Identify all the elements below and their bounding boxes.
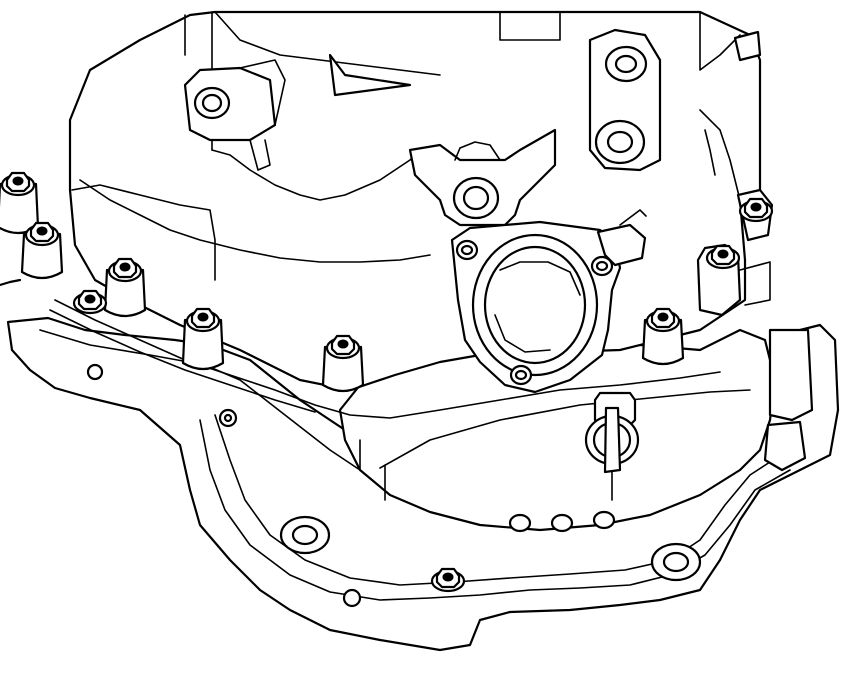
lug-hole-inner bbox=[201, 93, 223, 113]
right-mount-tab bbox=[768, 328, 814, 422]
bolt-head-center bbox=[119, 262, 131, 272]
port-inner-ring bbox=[483, 245, 587, 365]
seal-rail bbox=[54, 299, 721, 419]
bolt-group bbox=[0, 171, 774, 593]
bolt-head-center bbox=[657, 312, 669, 322]
bolt-head-center bbox=[442, 572, 454, 582]
case-right-rib bbox=[699, 109, 741, 201]
flange-lower-edge bbox=[199, 419, 791, 601]
port-side-connector bbox=[596, 223, 647, 267]
flange-outer-lip bbox=[214, 414, 771, 586]
sensor-stem bbox=[603, 406, 622, 474]
bolt-boss bbox=[103, 268, 147, 318]
lug-top-ridge bbox=[454, 141, 501, 161]
flange-hole bbox=[223, 413, 233, 423]
bolt-head-center bbox=[36, 226, 48, 236]
center-mount-lug bbox=[408, 128, 557, 227]
bell-housing-recess bbox=[379, 389, 751, 469]
bolt-head-center bbox=[750, 202, 762, 212]
flange-hole bbox=[86, 363, 104, 381]
dowel-hole bbox=[662, 551, 690, 573]
upper-right-bracket bbox=[733, 30, 762, 62]
port-bore-shading bbox=[494, 261, 581, 353]
bolt-boss bbox=[641, 318, 685, 366]
bolt-head-center bbox=[12, 176, 24, 186]
lug-hole-inner bbox=[606, 130, 634, 154]
case-parting-line bbox=[79, 179, 431, 263]
bolt-head-center bbox=[717, 249, 729, 259]
bolt-head-center bbox=[84, 294, 96, 304]
flange-hole bbox=[342, 588, 362, 608]
small-hole bbox=[592, 510, 616, 530]
seal-rail-lower bbox=[49, 309, 316, 413]
small-hole bbox=[508, 513, 532, 533]
small-hole bbox=[550, 513, 574, 533]
bolt-head-center bbox=[337, 339, 349, 349]
wiring-lead bbox=[0, 278, 22, 287]
bell-housing-shadow-line bbox=[359, 439, 386, 501]
right-lower-tab bbox=[763, 420, 807, 472]
dowel-hole bbox=[291, 524, 319, 546]
case-side-edge bbox=[71, 184, 216, 281]
port-bolt-hole-inner bbox=[595, 260, 609, 272]
case-inner-contour bbox=[211, 149, 421, 201]
port-bolt-hole-inner bbox=[460, 244, 474, 256]
bolt-boss bbox=[181, 318, 225, 371]
lug-web bbox=[239, 59, 286, 171]
mount-hole-inner bbox=[462, 185, 490, 211]
bolt-boss bbox=[20, 232, 64, 280]
lug-hole-inner bbox=[614, 54, 638, 74]
connector-pin bbox=[619, 209, 647, 226]
bolt-head-center bbox=[197, 312, 209, 322]
bolt-boss bbox=[321, 345, 365, 393]
port-bolt-hole-inner bbox=[514, 369, 528, 381]
right-boss-web bbox=[739, 261, 771, 306]
sensor-tab bbox=[328, 53, 412, 97]
